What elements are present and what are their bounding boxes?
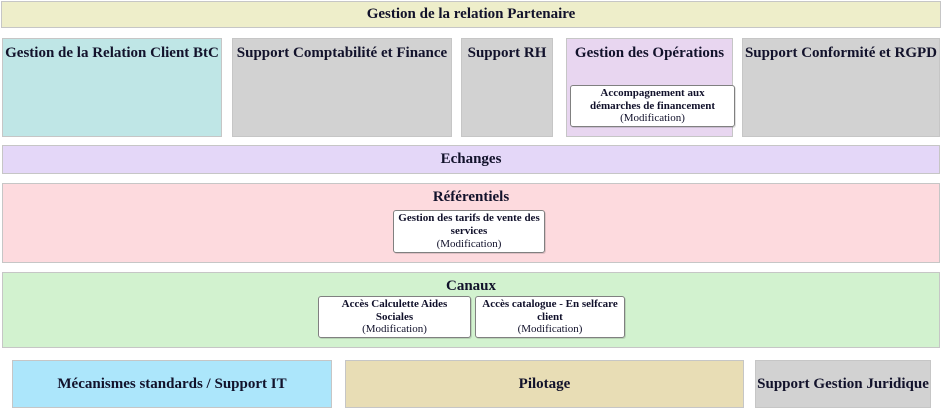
domain-title-relation-client-btc: Gestion de la Relation Client BtC [5, 45, 219, 61]
domain-block-conformite-rgpd[interactable]: Support Conformité et RGPD [742, 38, 940, 137]
band-canaux[interactable]: Canaux [2, 272, 940, 348]
card-title: Accompagnement aux démarches de financem… [589, 86, 716, 112]
card-status: (Modification) [436, 237, 502, 250]
footer-title-mecanismes-standards: Mécanismes standards / Support IT [57, 375, 287, 392]
footer-title-pilotage: Pilotage [518, 375, 571, 392]
footer-block-pilotage[interactable]: Pilotage [345, 360, 744, 408]
card-acces-calculette-aides-sociales[interactable]: Accès Calculette Aides Sociales (Modific… [318, 296, 471, 338]
footer-title-support-gestion-juridique: Support Gestion Juridique [757, 375, 929, 392]
band-title-canaux: Canaux [445, 278, 497, 294]
card-gestion-tarifs-vente-services[interactable]: Gestion des tarifs de vente des services… [393, 210, 545, 253]
band-title-echanges: Echanges [440, 151, 502, 168]
band-echanges[interactable]: Echanges [2, 145, 940, 174]
card-title: Accès Calculette Aides Sociales [341, 297, 448, 323]
card-status: (Modification) [362, 323, 427, 336]
card-status: (Modification) [517, 323, 583, 336]
card-acces-catalogue-selfcare-client[interactable]: Accès catalogue - En selfcare client (Mo… [475, 296, 625, 338]
domain-block-relation-client-btc[interactable]: Gestion de la Relation Client BtC [2, 38, 222, 137]
card-accompagnement-demarches-financement[interactable]: Accompagnement aux démarches de financem… [570, 85, 735, 127]
band-title-referentiels: Référentiels [432, 189, 510, 205]
domain-title-comptabilite-finance: Support Comptabilité et Finance [236, 45, 448, 61]
domain-block-comptabilite-finance[interactable]: Support Comptabilité et Finance [232, 38, 452, 137]
domain-title-support-rh: Support RH [467, 45, 547, 61]
footer-block-mecanismes-standards-support-it[interactable]: Mécanismes standards / Support IT [12, 360, 332, 408]
banner-title: Gestion de la relation Partenaire [366, 6, 576, 23]
footer-block-support-gestion-juridique[interactable]: Support Gestion Juridique [755, 360, 931, 408]
banner-gestion-relation-partenaire: Gestion de la relation Partenaire [1, 1, 941, 28]
domain-block-support-rh[interactable]: Support RH [461, 38, 553, 137]
card-title: Accès catalogue - En selfcare client [482, 297, 618, 323]
domain-title-conformite-rgpd: Support Conformité et RGPD [744, 45, 938, 61]
card-status: (Modification) [620, 112, 685, 125]
card-title: Gestion des tarifs de vente des services [398, 212, 540, 238]
domain-title-gestion-operations: Gestion des Opérations [574, 45, 725, 61]
